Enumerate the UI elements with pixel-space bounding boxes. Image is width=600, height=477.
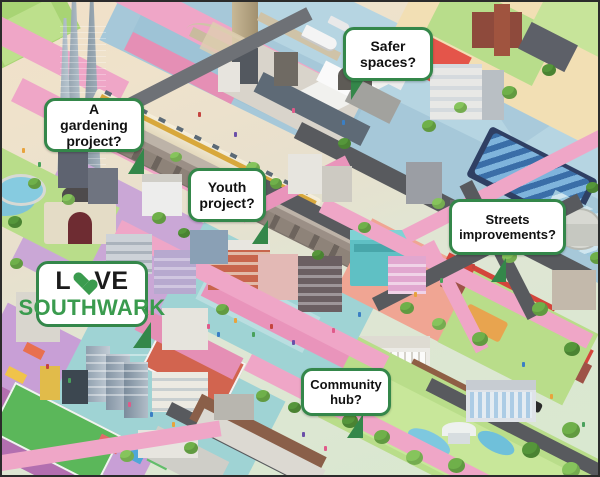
bubble-safer[interactable]: Safer spaces? <box>343 27 433 81</box>
gazebo <box>442 422 476 444</box>
logo-line-southwark: SOUTHWARK <box>18 295 166 320</box>
school-building <box>466 380 536 422</box>
bubble-gardening-line1: A gardening <box>60 100 128 133</box>
bubble-streets-line2: improvements? <box>459 227 556 242</box>
logo-letter-l: L <box>55 267 72 295</box>
logo-letters-ve: VE <box>94 267 129 295</box>
bubble-tail-youth <box>252 220 268 244</box>
bubble-safer-line1: Safer <box>370 37 406 54</box>
bubble-safer-line2: spaces? <box>359 54 417 70</box>
bubble-community-line1: Community <box>310 376 382 392</box>
bubble-streets[interactable]: Streets improvements? <box>449 199 566 255</box>
bubble-tail-gardening <box>128 148 144 174</box>
bubble-gardening[interactable]: A gardening project? <box>44 98 144 152</box>
tower-block <box>124 362 148 418</box>
bubble-community[interactable]: Community hub? <box>301 368 391 416</box>
bubble-youth-line1: Youth <box>207 178 247 195</box>
heart-icon <box>73 272 92 291</box>
logo-tail <box>133 322 151 348</box>
love-southwark-logo[interactable]: L VE SOUTHWARK <box>19 261 165 327</box>
bubble-tail-streets <box>491 258 506 282</box>
bubble-youth[interactable]: Youth project? <box>188 168 266 222</box>
logo-line-love: L VE <box>55 269 128 294</box>
bubble-tail-safer <box>351 78 365 100</box>
bubble-community-line2: hub? <box>330 392 362 407</box>
bubble-youth-line2: project? <box>199 195 255 211</box>
bubble-gardening-line2: project? <box>66 133 122 150</box>
bubble-tail-community <box>347 414 363 438</box>
bubble-streets-line1: Streets <box>485 211 530 227</box>
